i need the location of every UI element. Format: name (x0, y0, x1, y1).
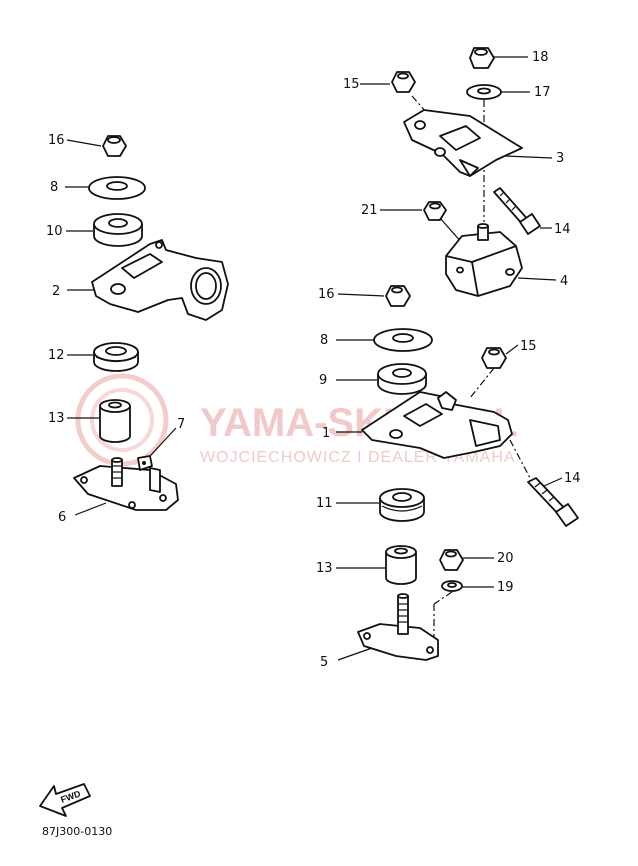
part-9-damper (377, 363, 427, 395)
callout-right-20: 20 (497, 551, 514, 566)
callout-right-3: 3 (556, 151, 564, 166)
callout-left-13: 13 (48, 411, 65, 426)
part-4-mount-block (445, 223, 523, 297)
callout-left-10: 10 (46, 224, 63, 239)
callout-right-8: 8 (320, 333, 328, 348)
part-21-nut (423, 201, 447, 221)
callout-left-8: 8 (50, 180, 58, 195)
part-17-washer (466, 84, 502, 100)
callout-right-14b: 14 (564, 471, 581, 486)
right-mount-assembly: 18 17 15 3 (316, 47, 581, 670)
callout-right-11: 11 (316, 496, 333, 511)
callout-right-9: 9 (319, 373, 327, 388)
part-20-nut (439, 549, 464, 571)
part-18-nut (469, 47, 495, 69)
part-14-bolt-upper (493, 187, 541, 235)
callout-right-16: 16 (318, 287, 335, 302)
part-5-plate (357, 593, 439, 661)
callout-right-1: 1 (322, 426, 330, 441)
callout-right-15a: 15 (343, 77, 360, 92)
callout-right-5: 5 (320, 655, 328, 670)
part-1-bracket (361, 391, 513, 459)
callout-right-19: 19 (497, 580, 514, 595)
callout-right-15b: 15 (520, 339, 537, 354)
part-12-grommet-left (93, 342, 139, 372)
part-7-terminal (137, 455, 153, 471)
callout-right-21: 21 (361, 203, 378, 218)
part-14-bolt-lower (527, 477, 579, 527)
callout-right-14a: 14 (554, 222, 571, 237)
callout-right-17: 17 (534, 85, 551, 100)
part-16-nut-right (385, 285, 411, 307)
part-13-collar-right (385, 545, 417, 585)
callout-right-13: 13 (316, 561, 333, 576)
callout-left-12: 12 (48, 348, 65, 363)
callout-left-7: 7 (177, 417, 185, 432)
callout-left-16: 16 (48, 133, 65, 148)
callout-right-4: 4 (560, 274, 568, 289)
part-6-plate-left (73, 457, 179, 511)
callout-left-2: 2 (52, 284, 60, 299)
callout-right-18: 18 (532, 50, 549, 65)
part-15-nut-lower (481, 347, 507, 369)
left-mount-assembly: 16 8 10 2 (46, 133, 229, 525)
part-15-nut-upper (391, 71, 416, 93)
part-8-washer-right (373, 328, 433, 352)
part-19-washer (441, 580, 463, 592)
part-8-washer-left (88, 176, 146, 200)
part-3-bracket (403, 109, 523, 177)
watermark-logo-inner (90, 388, 154, 452)
part-16-nut-left (102, 135, 127, 157)
part-13-collar-left (99, 399, 131, 443)
part-10-damper-left (93, 213, 143, 247)
part-11-grommet (379, 488, 425, 522)
fwd-arrow-icon: FWD (39, 783, 91, 817)
callout-left-6: 6 (58, 510, 66, 525)
drawing-code: 87J300-0130 (42, 825, 112, 838)
part-2-bracket-left (91, 239, 229, 321)
